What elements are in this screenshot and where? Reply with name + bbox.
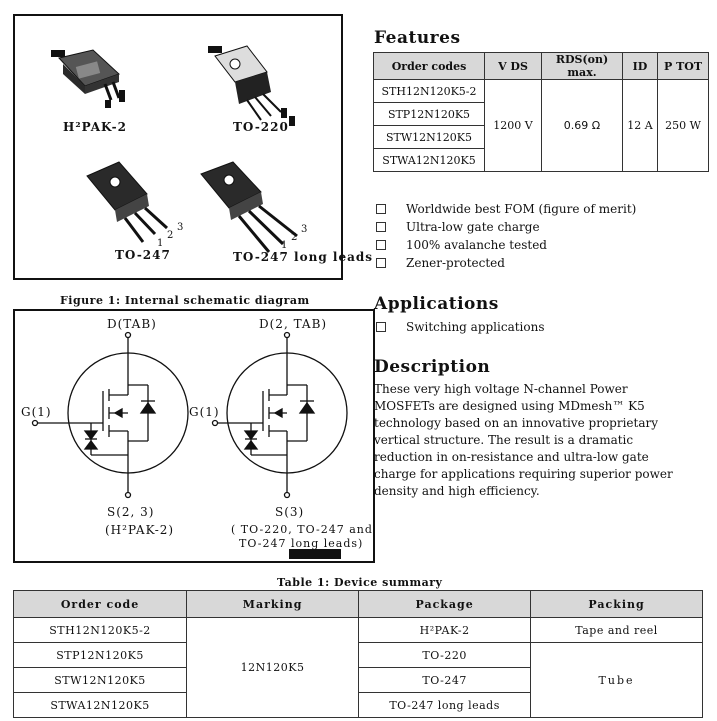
vds-value: 1200 V bbox=[484, 79, 542, 172]
col-order-code: Order code bbox=[12, 590, 188, 618]
checkbox-icon bbox=[376, 258, 386, 268]
table-row: STW12N120K5 TO-247 bbox=[12, 667, 703, 693]
summary-caption: Table 1: Device summary bbox=[277, 576, 443, 589]
packing-cell: Tube bbox=[530, 642, 703, 718]
pin-number: 3 bbox=[301, 224, 308, 235]
pin-number: 1 bbox=[157, 238, 164, 249]
package-cell: H²PAK-2 bbox=[358, 617, 532, 643]
col-marking: Marking bbox=[186, 590, 360, 618]
schematic-figure: D(TAB) G(1) S(2, 3) (H²PAK-2) D(2, TAB) … bbox=[13, 309, 375, 563]
mosfet-symbol-right bbox=[211, 331, 348, 499]
package-cell: TO-247 long leads bbox=[358, 692, 532, 718]
col-packing: Packing bbox=[530, 590, 703, 618]
drain-label-right: D(2, TAB) bbox=[259, 317, 328, 331]
to220-package-icon bbox=[208, 45, 295, 126]
features-table-wrap: Order codes V DS RDS(on) max. ID P TOT S… bbox=[373, 52, 709, 172]
order-code-cell: STWA12N120K5 bbox=[373, 148, 485, 172]
source-label-right: S(3) bbox=[275, 505, 305, 519]
description-text: These very high voltage N-channel Power … bbox=[374, 382, 673, 498]
package-note-right-1: ( TO-220, TO-247 and bbox=[231, 523, 373, 536]
package-cell: TO-247 bbox=[358, 667, 532, 693]
checkbox-icon bbox=[376, 204, 386, 214]
features-heading: Features bbox=[374, 28, 461, 48]
checkbox-icon bbox=[376, 240, 386, 250]
col-ptot: P TOT bbox=[657, 52, 709, 80]
pin-number: 2 bbox=[291, 232, 298, 243]
order-code-cell: STWA12N120K5 bbox=[12, 692, 188, 718]
list-item: Zener-protected bbox=[374, 254, 636, 272]
package-note-right-2: TO-247 long leads) bbox=[239, 537, 364, 550]
schematic-diagram bbox=[31, 331, 348, 559]
pin-number: 2 bbox=[167, 230, 174, 241]
gate-label-right: G(1) bbox=[189, 405, 220, 419]
package-label-to247-long: TO-247 long leads bbox=[233, 250, 373, 264]
packages-figure: H²PAK-2 TO-220 TO-247 TO-247 long leads … bbox=[13, 14, 372, 280]
gate-label-left: G(1) bbox=[21, 405, 52, 419]
order-code-cell: STP12N120K5 bbox=[373, 102, 485, 126]
description-heading: Description bbox=[374, 357, 491, 377]
col-vds: V DS bbox=[484, 52, 542, 80]
features-bullets: Worldwide best FOM (figure of merit) Ult… bbox=[374, 200, 636, 272]
package-drawings bbox=[51, 45, 298, 253]
order-code-cell: STH12N120K5-2 bbox=[373, 79, 485, 103]
col-order-codes: Order codes bbox=[373, 52, 485, 80]
drain-label-left: D(TAB) bbox=[107, 317, 157, 331]
h2pak-package-icon bbox=[51, 49, 125, 108]
pin-number: 1 bbox=[281, 240, 288, 251]
package-note-left: (H²PAK-2) bbox=[105, 523, 175, 537]
source-label-left: S(2, 3) bbox=[107, 505, 155, 519]
table-row: STWA12N120K5 TO-247 long leads bbox=[12, 692, 703, 718]
package-label-h2pak: H²PAK-2 bbox=[63, 120, 127, 134]
table-row: STP12N120K5 TO-220 Tube bbox=[12, 642, 703, 718]
order-code-cell: STH12N120K5-2 bbox=[12, 617, 188, 643]
order-code-cell: STP12N120K5 bbox=[12, 642, 188, 668]
list-item: 100% avalanche tested bbox=[374, 236, 636, 254]
col-package: Package bbox=[358, 590, 532, 618]
package-label-to247: TO-247 bbox=[115, 248, 171, 262]
table-row: STH12N120K5-2 12N120K5 H²PAK-2 Tape and … bbox=[12, 617, 703, 718]
to247-long-leads-package-icon bbox=[200, 161, 298, 253]
col-rds: RDS(on) max. bbox=[541, 52, 623, 80]
packing-cell: Tape and reel bbox=[530, 617, 703, 643]
col-id: ID bbox=[622, 52, 658, 80]
applications-bullets: Switching applications bbox=[374, 318, 545, 336]
checkbox-icon bbox=[376, 222, 386, 232]
list-item: Switching applications bbox=[374, 318, 545, 336]
checkbox-icon bbox=[376, 322, 386, 332]
id-value: 12 A bbox=[622, 79, 658, 172]
list-item: Worldwide best FOM (figure of merit) bbox=[374, 200, 636, 218]
features-table: Order codes V DS RDS(on) max. ID P TOT S… bbox=[373, 52, 709, 172]
to247-package-icon bbox=[86, 161, 169, 243]
applications-heading: Applications bbox=[374, 294, 499, 314]
pin-number: 3 bbox=[177, 222, 184, 233]
order-code-cell: STW12N120K5 bbox=[12, 667, 188, 693]
schematic-caption: Figure 1: Internal schematic diagram bbox=[60, 294, 310, 307]
order-code-cell: STW12N120K5 bbox=[373, 125, 485, 149]
summary-table-wrap: Order code Marking Package Packing STH12… bbox=[12, 590, 703, 718]
redaction-bar bbox=[289, 549, 341, 559]
rds-value: 0.69 Ω bbox=[541, 79, 623, 172]
package-label-to220: TO-220 bbox=[233, 120, 289, 134]
summary-table: Order code Marking Package Packing STH12… bbox=[12, 590, 703, 718]
marking-cell: 12N120K5 bbox=[186, 617, 360, 718]
package-cell: TO-220 bbox=[358, 642, 532, 668]
mosfet-symbol-left bbox=[31, 331, 189, 499]
ptot-value: 250 W bbox=[657, 79, 709, 172]
list-item: Ultra-low gate charge bbox=[374, 218, 636, 236]
